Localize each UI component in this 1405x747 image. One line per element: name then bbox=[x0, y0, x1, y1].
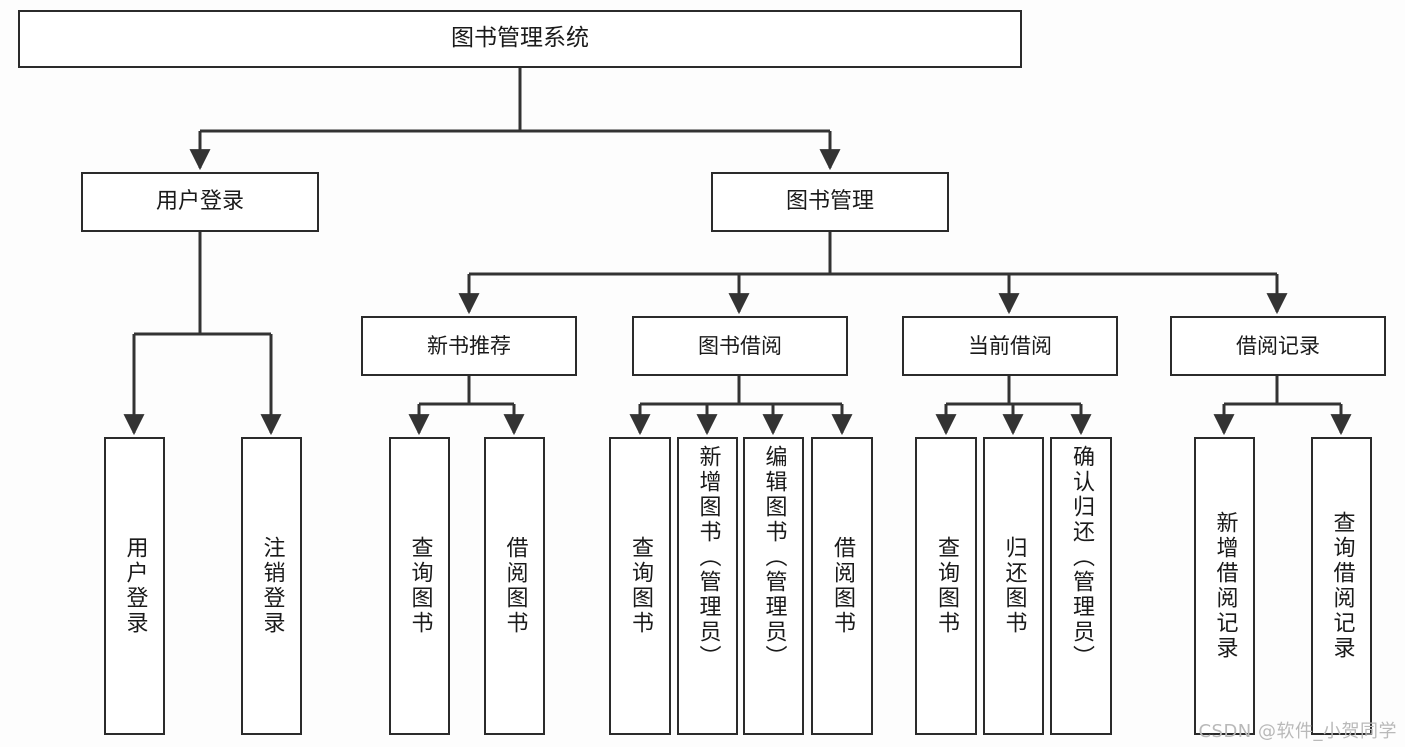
leaf-new-book-borrow-books[interactable]: 借阅图书 bbox=[484, 437, 545, 735]
node-root-book-management-system[interactable]: 图书管理系统 bbox=[18, 10, 1022, 68]
node-label: 当前借阅 bbox=[968, 333, 1052, 358]
node-label: 用户登录 bbox=[155, 189, 244, 215]
node-current-borrow[interactable]: 当前借阅 bbox=[902, 316, 1118, 376]
node-label: 借阅记录 bbox=[1236, 333, 1320, 358]
node-label: 新书推荐 bbox=[427, 333, 511, 358]
node-label: 用户登录 bbox=[122, 536, 148, 636]
leaf-book-borrow-edit-book-admin[interactable]: 编辑图书（管理员） bbox=[743, 437, 804, 735]
node-label: 图书管理系统 bbox=[451, 25, 589, 52]
node-label: 查询图书 bbox=[628, 536, 653, 636]
node-label: 确认归还（管理员） bbox=[1069, 445, 1094, 670]
node-label: 查询图书 bbox=[407, 536, 433, 636]
node-label: 查询借阅记录 bbox=[1329, 511, 1355, 661]
leaf-user-login-signin[interactable]: 用户登录 bbox=[104, 437, 165, 735]
node-label: 查询图书 bbox=[934, 536, 959, 636]
node-label: 图书借阅 bbox=[698, 333, 782, 358]
node-label: 借阅图书 bbox=[830, 536, 855, 636]
node-new-book-recommend[interactable]: 新书推荐 bbox=[361, 316, 577, 376]
leaf-book-borrow-add-book-admin[interactable]: 新增图书（管理员） bbox=[677, 437, 738, 735]
node-label: 图书管理 bbox=[785, 189, 874, 215]
leaf-user-login-signout[interactable]: 注销登录 bbox=[241, 437, 302, 735]
node-label: 借阅图书 bbox=[502, 536, 528, 636]
leaf-book-borrow-query-books[interactable]: 查询图书 bbox=[609, 437, 671, 735]
leaf-new-book-query-books[interactable]: 查询图书 bbox=[389, 437, 450, 735]
node-label: 注销登录 bbox=[259, 536, 285, 636]
node-label: 新增借阅记录 bbox=[1212, 511, 1238, 661]
node-user-login[interactable]: 用户登录 bbox=[81, 172, 319, 232]
leaf-current-borrow-confirm-return-admin[interactable]: 确认归还（管理员） bbox=[1050, 437, 1112, 735]
leaf-borrow-record-add-record[interactable]: 新增借阅记录 bbox=[1194, 437, 1255, 735]
leaf-current-borrow-return-books[interactable]: 归还图书 bbox=[983, 437, 1044, 735]
node-borrow-record[interactable]: 借阅记录 bbox=[1170, 316, 1386, 376]
node-book-borrow[interactable]: 图书借阅 bbox=[632, 316, 848, 376]
node-book-management[interactable]: 图书管理 bbox=[711, 172, 949, 232]
node-label: 编辑图书（管理员） bbox=[761, 445, 787, 670]
leaf-borrow-record-query-record[interactable]: 查询借阅记录 bbox=[1311, 437, 1372, 735]
node-label: 新增图书（管理员） bbox=[695, 445, 721, 670]
node-label: 归还图书 bbox=[1001, 536, 1027, 636]
leaf-book-borrow-borrow-books[interactable]: 借阅图书 bbox=[811, 437, 873, 735]
leaf-current-borrow-query-books[interactable]: 查询图书 bbox=[915, 437, 977, 735]
